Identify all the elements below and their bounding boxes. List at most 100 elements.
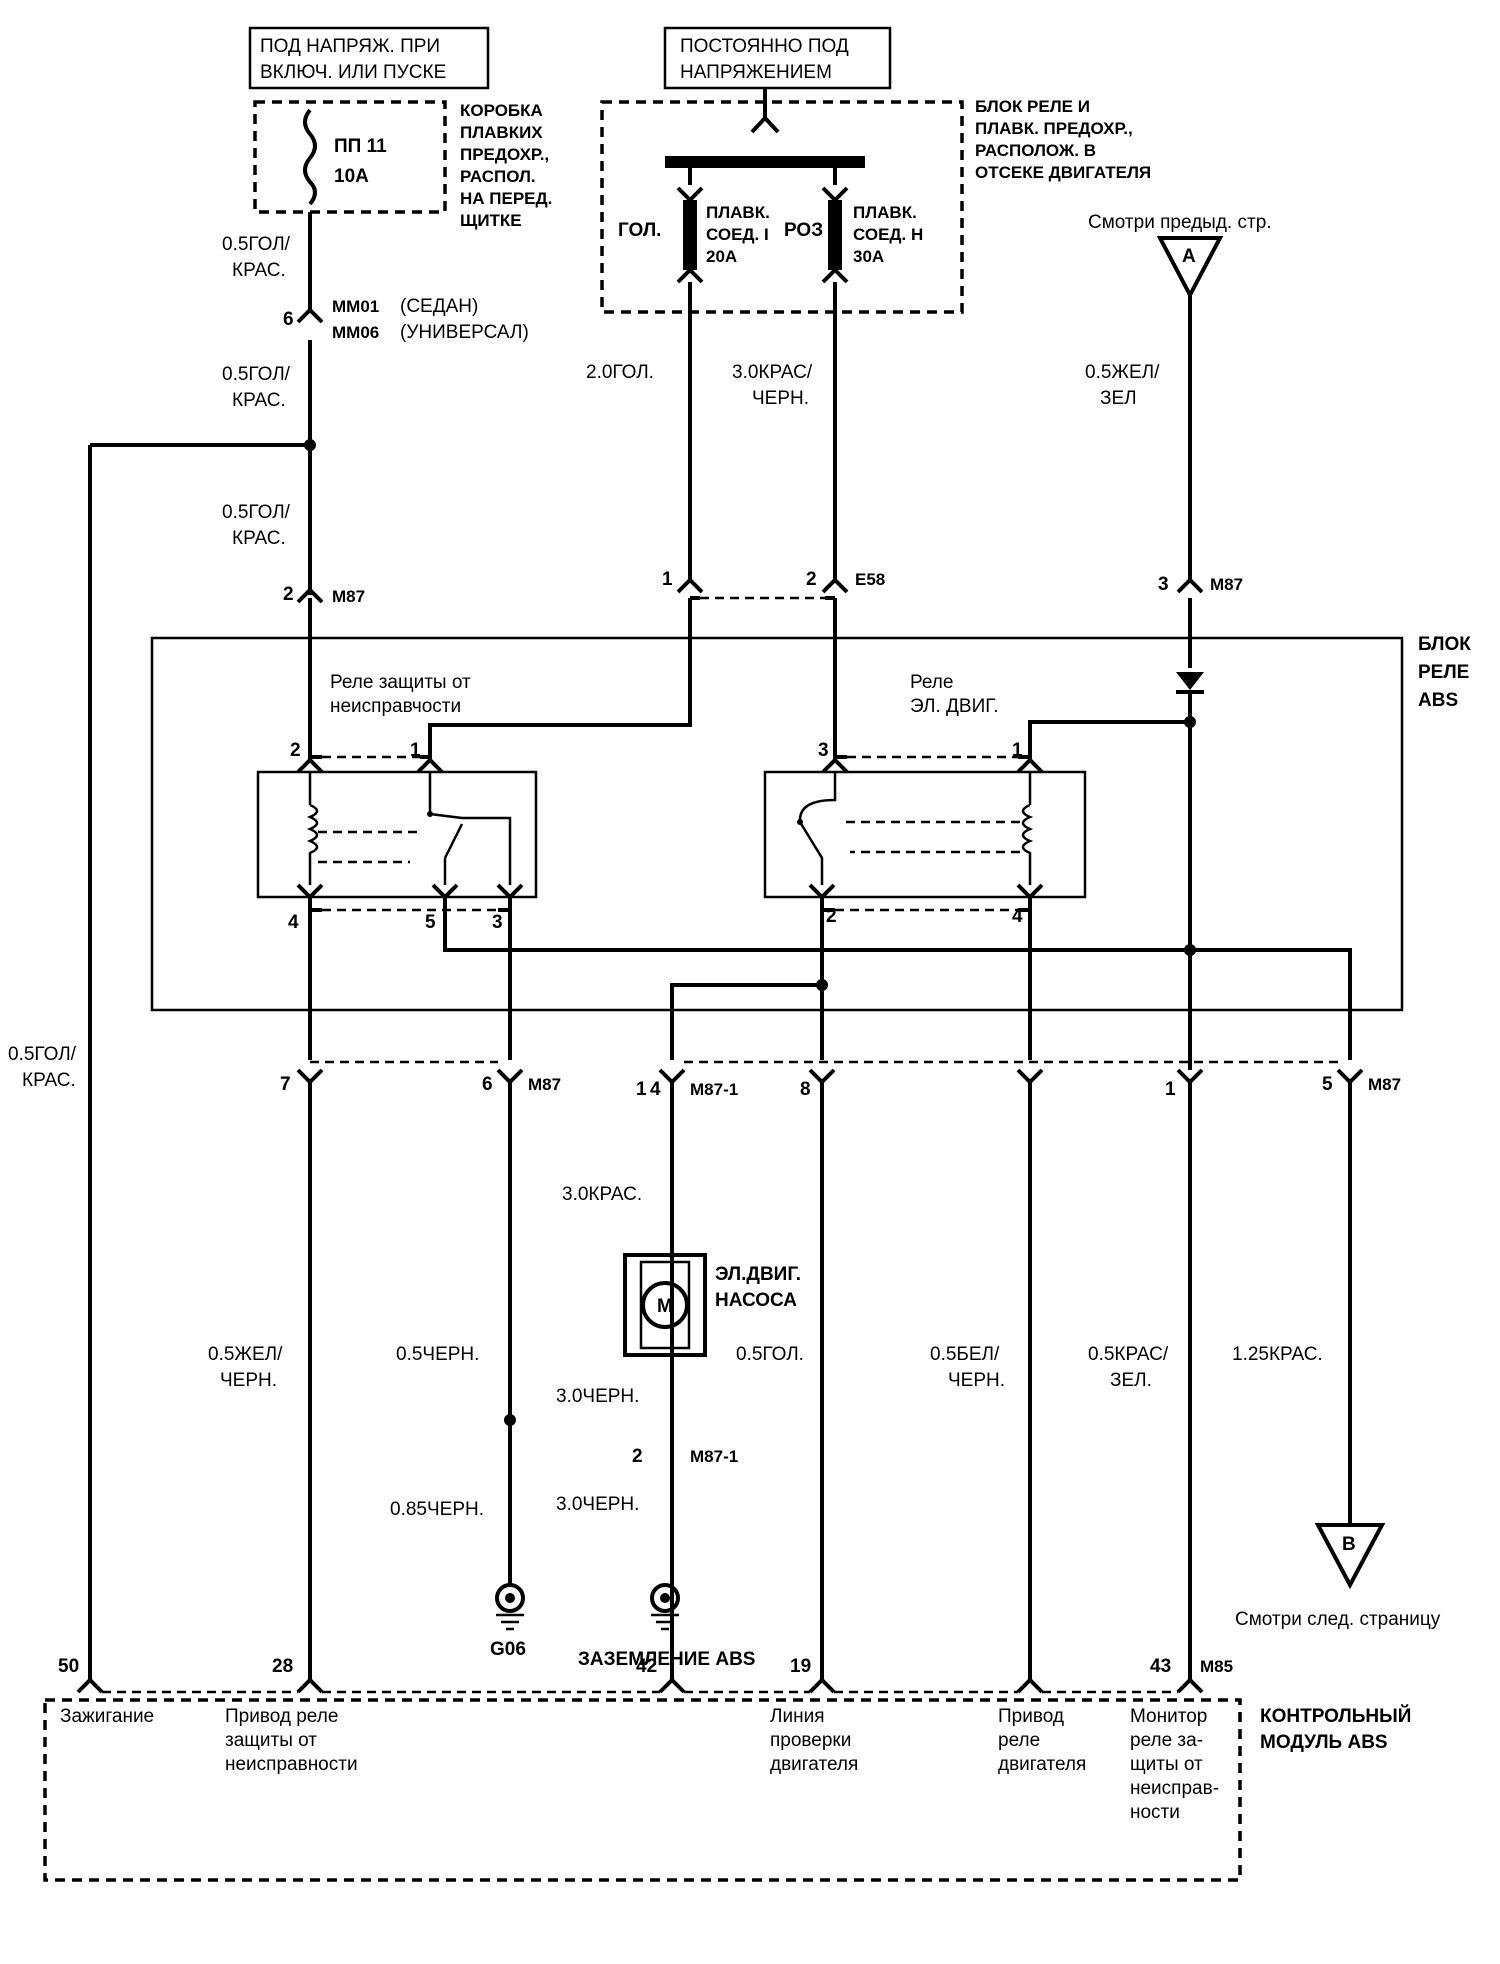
svg-text:2: 2 xyxy=(826,906,837,927)
svg-text:ЗЕЛ.: ЗЕЛ. xyxy=(1110,1370,1152,1391)
svg-text:щиты от: щиты от xyxy=(1130,1754,1203,1775)
motor-relay: Реле ЭЛ. ДВИГ. xyxy=(763,598,1204,1070)
svg-text:ПОСТОЯННО ПОД: ПОСТОЯННО ПОД xyxy=(680,36,849,57)
svg-text:ABS: ABS xyxy=(1418,690,1458,711)
svg-text:0.5БЕЛ/: 0.5БЕЛ/ xyxy=(930,1344,1000,1365)
svg-text:1: 1 xyxy=(636,1079,647,1100)
svg-text:неисправ-: неисправ- xyxy=(1130,1778,1219,1799)
svg-text:ЗЕЛ: ЗЕЛ xyxy=(1100,388,1137,409)
svg-text:3: 3 xyxy=(492,912,503,933)
svg-text:Монитор: Монитор xyxy=(1130,1706,1207,1727)
svg-text:M87-1: M87-1 xyxy=(690,1080,738,1099)
svg-text:6: 6 xyxy=(482,1074,493,1095)
svg-text:ПП 11: ПП 11 xyxy=(334,136,387,157)
svg-text:8: 8 xyxy=(800,1079,811,1100)
svg-text:неисправности: неисправности xyxy=(225,1754,358,1775)
fuse-symbol xyxy=(303,108,317,206)
svg-text:3.0КРАС/: 3.0КРАС/ xyxy=(732,362,813,383)
svg-text:ЧЕРН.: ЧЕРН. xyxy=(220,1370,277,1391)
svg-text:0.5ГОЛ/: 0.5ГОЛ/ xyxy=(222,502,291,523)
svg-text:1: 1 xyxy=(1165,1079,1176,1100)
svg-text:(СЕДАН): (СЕДАН) xyxy=(400,296,478,317)
engine-relay-fuse-block: ГОЛ. ПЛАВК. СОЕД. I 20А РОЗ ПЛАВК. СОЕД.… xyxy=(600,88,1151,314)
svg-text:E58: E58 xyxy=(855,570,885,589)
svg-text:ГОЛ.: ГОЛ. xyxy=(618,220,661,241)
svg-text:реле за-: реле за- xyxy=(1130,1730,1203,1751)
svg-text:КРАС.: КРАС. xyxy=(232,260,286,281)
svg-text:7: 7 xyxy=(280,1074,291,1095)
svg-text:двигателя: двигателя xyxy=(998,1754,1086,1775)
connector-m87-bottom xyxy=(296,1068,1364,1085)
svg-text:A: A xyxy=(1182,246,1196,267)
svg-text:0.5КРАС/: 0.5КРАС/ xyxy=(1088,1344,1169,1365)
pin-labels: 6 ММ01 (СЕДАН) ММ06 (УНИВЕРСАЛ) 2 M87 1 … xyxy=(58,296,1401,1677)
svg-text:КОНТРОЛЬНЫЙ: КОНТРОЛЬНЫЙ xyxy=(1260,1705,1411,1727)
connector-m85 xyxy=(76,1677,1204,1694)
svg-text:M87: M87 xyxy=(528,1075,561,1094)
dash-fuse-box: ПП 11 10А КОРОБКА ПЛАВКИХ ПРЕДОХР., РАСП… xyxy=(253,100,552,230)
svg-text:НАПРЯЖЕНИЕМ: НАПРЯЖЕНИЕМ xyxy=(680,62,832,83)
svg-text:КРАС.: КРАС. xyxy=(232,390,286,411)
svg-text:M: M xyxy=(657,1296,673,1317)
svg-text:Реле: Реле xyxy=(910,672,953,693)
ref-a-prev-page: Смотри предыд. стр. A xyxy=(1088,212,1272,300)
svg-text:ПЛАВК.: ПЛАВК. xyxy=(706,203,770,222)
svg-text:19: 19 xyxy=(790,1656,811,1677)
svg-text:Смотри предыд. стр.: Смотри предыд. стр. xyxy=(1088,212,1272,233)
svg-text:НА ПЕРЕД.: НА ПЕРЕД. xyxy=(460,189,552,208)
ground-abs: ЗАЗЕМЛЕНИЕ ABS xyxy=(578,1583,755,1670)
svg-text:ности: ности xyxy=(1130,1802,1180,1823)
svg-text:реле: реле xyxy=(998,1730,1040,1751)
svg-text:3.0ЧЕРН.: 3.0ЧЕРН. xyxy=(556,1494,639,1515)
svg-text:0.5ГОЛ/: 0.5ГОЛ/ xyxy=(222,364,291,385)
svg-text:Линия: Линия xyxy=(770,1706,824,1727)
svg-text:ОТСЕКЕ ДВИГАТЕЛЯ: ОТСЕКЕ ДВИГАТЕЛЯ xyxy=(975,163,1151,182)
svg-text:0.5ГОЛ/: 0.5ГОЛ/ xyxy=(222,234,291,255)
svg-text:БЛОК: БЛОК xyxy=(1418,634,1471,655)
ground-g06: G06 xyxy=(490,1583,526,1660)
svg-text:СОЕД. I: СОЕД. I xyxy=(706,225,769,244)
svg-text:Зажигание: Зажигание xyxy=(60,1706,154,1727)
abs-relay-block xyxy=(150,636,1404,1012)
svg-text:M87: M87 xyxy=(332,587,365,606)
svg-text:30А: 30А xyxy=(853,247,884,266)
svg-text:1.25КРАС.: 1.25КРАС. xyxy=(1232,1344,1323,1365)
svg-text:БЛОК РЕЛЕ И: БЛОК РЕЛЕ И xyxy=(975,97,1090,116)
svg-text:3.0ЧЕРН.: 3.0ЧЕРН. xyxy=(556,1386,639,1407)
svg-text:2: 2 xyxy=(283,584,294,605)
svg-text:РАСПОЛ.: РАСПОЛ. xyxy=(460,167,536,186)
svg-text:ЧЕРН.: ЧЕРН. xyxy=(948,1370,1005,1391)
battery-power-box: ПОСТОЯННО ПОД НАПРЯЖЕНИЕМ xyxy=(663,26,892,90)
svg-text:2: 2 xyxy=(632,1446,643,1467)
svg-text:3.0КРАС.: 3.0КРАС. xyxy=(562,1184,642,1205)
svg-text:1: 1 xyxy=(662,569,673,590)
svg-text:ЩИТКЕ: ЩИТКЕ xyxy=(460,211,522,230)
svg-text:1: 1 xyxy=(410,740,421,761)
m87-1-labels: 1 M87-1 2 M87-1 xyxy=(632,1079,738,1467)
svg-text:РАСПОЛОЖ. В: РАСПОЛОЖ. В xyxy=(975,141,1096,160)
ref-b-next-page: B Смотри след. страницу xyxy=(1235,1523,1441,1630)
wire-labels: 0.5ГОЛ/ КРАС. 0.5ГОЛ/ КРАС. 0.5ГОЛ/ КРАС… xyxy=(8,234,1323,1520)
svg-text:6: 6 xyxy=(283,309,294,330)
svg-text:МОДУЛЬ ABS: МОДУЛЬ ABS xyxy=(1260,1732,1388,1753)
svg-text:(УНИВЕРСАЛ): (УНИВЕРСАЛ) xyxy=(400,322,529,343)
abs-control-module xyxy=(43,1698,1242,1882)
svg-text:ММ01: ММ01 xyxy=(332,297,379,316)
svg-text:Смотри след. страницу: Смотри след. страницу xyxy=(1235,1609,1441,1630)
svg-text:ЧЕРН.: ЧЕРН. xyxy=(752,388,809,409)
svg-text:0.5ЖЕЛ/: 0.5ЖЕЛ/ xyxy=(1085,362,1160,383)
svg-text:3: 3 xyxy=(1158,574,1169,595)
svg-text:двигателя: двигателя xyxy=(770,1754,858,1775)
svg-text:42: 42 xyxy=(636,1656,657,1677)
svg-text:10А: 10А xyxy=(334,166,369,187)
svg-text:КОРОБКА: КОРОБКА xyxy=(460,101,543,120)
svg-text:0.5ЖЕЛ/: 0.5ЖЕЛ/ xyxy=(208,1344,283,1365)
svg-text:КРАС.: КРАС. xyxy=(22,1070,76,1091)
svg-text:Привод: Привод xyxy=(998,1706,1064,1727)
svg-text:2.0ГОЛ.: 2.0ГОЛ. xyxy=(586,362,654,383)
svg-text:M87-1: M87-1 xyxy=(690,1447,738,1466)
fusible-link-h xyxy=(828,200,842,270)
svg-text:ПЛАВК. ПРЕДОХР.,: ПЛАВК. ПРЕДОХР., xyxy=(975,119,1133,138)
svg-text:M85: M85 xyxy=(1200,1657,1233,1676)
